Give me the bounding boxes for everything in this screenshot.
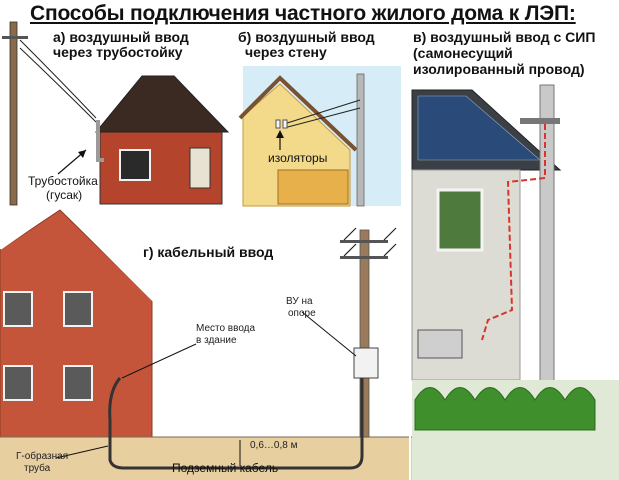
panel-d-depth: 0,6…0,8 м xyxy=(250,440,298,451)
panel-c-caption-line1: в) воздушный ввод с СИП xyxy=(413,29,596,45)
panel-a-label-arrowhead xyxy=(78,150,86,158)
panel-c-shrubs xyxy=(414,387,596,431)
panel-a-window xyxy=(119,149,151,181)
panel-c-caption-line3: изолированный провод) xyxy=(413,61,585,77)
panel-a-roof xyxy=(94,75,230,133)
panel-d-window-3 xyxy=(3,365,33,401)
panel-d-vu-box xyxy=(353,347,379,379)
panel-d-underground-cable xyxy=(108,377,364,470)
panel-a-pole-crossarm xyxy=(2,36,28,39)
panel-d-cable: Подземный кабель xyxy=(172,461,279,475)
panel-d-vu-line1: ВУ на xyxy=(286,296,313,307)
panel-c-window xyxy=(436,188,484,252)
panel-d-pole xyxy=(359,229,370,438)
panel-a-service-mast xyxy=(96,120,104,162)
panel-c-pole-bracket xyxy=(520,118,560,124)
panel-b-illustration xyxy=(238,66,401,207)
panel-c-illustration xyxy=(411,84,619,480)
panel-d-pipe-line2: труба xyxy=(24,463,51,474)
panel-a-overhead-wires xyxy=(19,39,97,123)
panel-b-overhead-wires xyxy=(283,99,361,129)
panel-d-vu-leader xyxy=(301,311,357,357)
page-title: Способы подключения частного жилого дома… xyxy=(30,2,576,25)
panel-b-fence xyxy=(277,169,349,205)
panel-b-roof-edge xyxy=(238,75,358,152)
panel-d-window-2 xyxy=(63,291,93,327)
panel-b-pole xyxy=(356,73,365,207)
panel-d-roof-edge xyxy=(0,203,158,304)
panel-d-crossarm-1 xyxy=(340,240,388,243)
panel-d-pipe-leader xyxy=(55,445,109,459)
panel-c-sip-cable xyxy=(481,124,546,341)
panel-d-entry-line1: Место ввода xyxy=(196,323,256,334)
panel-c-meter-box xyxy=(417,329,463,359)
panel-d-overhead-wires xyxy=(343,227,397,257)
panel-c-caption-line2: (самонесущий xyxy=(413,45,513,61)
panel-a-illustration xyxy=(2,21,230,206)
panel-a-door xyxy=(189,147,211,189)
panel-d-window-1 xyxy=(3,291,33,327)
panel-d-pipe-line1: Г-образная xyxy=(16,451,69,462)
panel-b-caption-line2: через стену xyxy=(245,44,327,60)
panel-b-label: изоляторы xyxy=(268,151,328,165)
panel-a-caption-line2: через трубостойку xyxy=(53,44,183,60)
panel-c-pole xyxy=(539,84,555,386)
panel-a-label-line2: (гусак) xyxy=(46,188,83,202)
panel-b-caption-line1: б) воздушный ввод xyxy=(238,29,375,45)
panel-d-caption: г) кабельный ввод xyxy=(143,244,274,260)
panel-b-insulator-1 xyxy=(275,119,281,129)
panel-b-label-arrowhead xyxy=(276,130,284,138)
panel-a-caption-line1: а) воздушный ввод xyxy=(53,29,189,45)
panel-d-illustration xyxy=(0,203,412,480)
panel-d-ground xyxy=(0,437,412,480)
panel-b-insulator-2 xyxy=(282,119,288,129)
panel-a-label-line1: Трубостойка xyxy=(28,174,98,188)
panel-a-pole xyxy=(9,21,18,206)
panel-d-crossarm-2 xyxy=(340,256,388,259)
panel-d-window-4 xyxy=(63,365,93,401)
panel-d-entry-leader xyxy=(121,343,197,379)
panel-d-vu-line2: опоре xyxy=(288,308,316,319)
panel-d-entry-line2: в здание xyxy=(196,335,237,346)
